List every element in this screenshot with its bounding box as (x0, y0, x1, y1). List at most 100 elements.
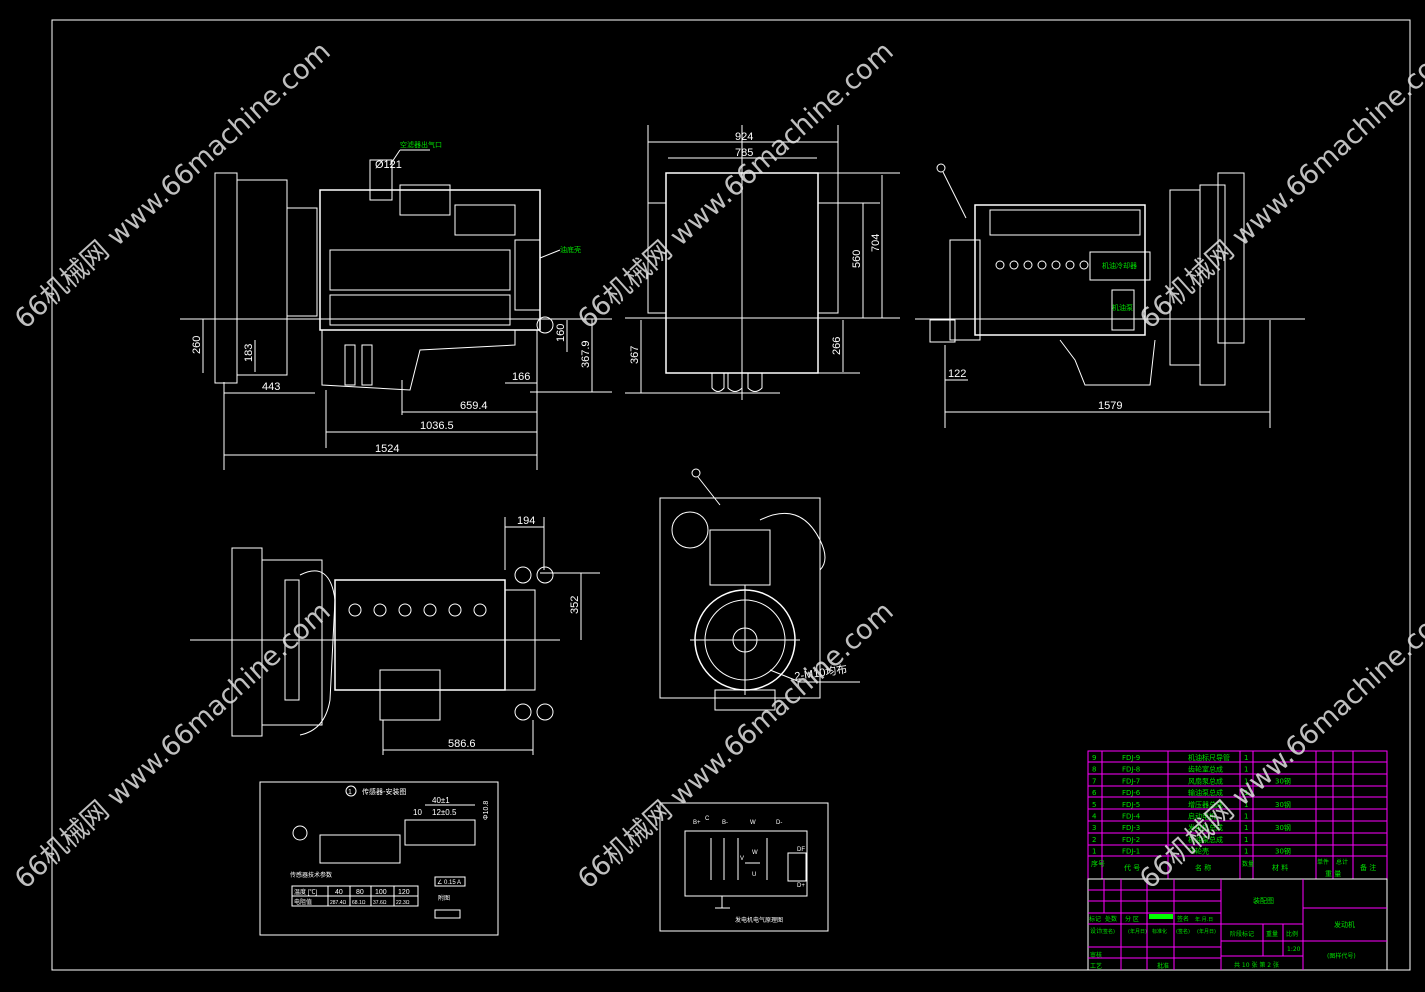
dim-166: 166 (512, 371, 530, 383)
bom-cell-code: FDJ-8 (1122, 766, 1140, 774)
air-outlet-label: 空滤器出气口 (400, 140, 442, 149)
table-cell: 287.4Ω (330, 900, 347, 906)
terminal-label: B+ (693, 820, 701, 826)
table-header-cell: 100 (375, 889, 387, 896)
detail-dim-c: 10 (413, 808, 422, 817)
rear-balloon-1 (691, 468, 701, 478)
tb-mark: 标记 (1089, 915, 1101, 923)
bom-cell-no: 9 (1092, 754, 1096, 762)
dim-1036-5: 1036.5 (420, 420, 454, 432)
bom-cell-name: 飞轮壳 (1188, 847, 1209, 856)
table-cell: 68.1Ω (352, 900, 366, 906)
bom-cell-qty: 1 (1244, 824, 1248, 832)
tb-weight: 重量 (1266, 930, 1278, 938)
table-header-cell: 120 (398, 889, 410, 896)
terminal-label: D+ (797, 883, 805, 889)
bom-cell-code: FDJ-5 (1122, 801, 1140, 809)
bom-cell-qty: 1 (1244, 848, 1248, 856)
tb-process: 工艺 (1090, 962, 1102, 970)
bom-header-total: 总计 (1336, 858, 1348, 866)
bom-cell-no: 8 (1092, 766, 1096, 774)
dim-352: 352 (569, 596, 581, 614)
bom-cell-material: 30钢 (1275, 776, 1291, 785)
phase-label: W (752, 850, 758, 856)
terminal-label: C (705, 816, 710, 822)
bom-cell-qty: 1 (1244, 801, 1248, 809)
dim-924: 924 (735, 131, 753, 143)
bom-cell-no: 4 (1092, 813, 1097, 821)
bom-header-material: 材 料 (1272, 863, 1288, 872)
tb-ymd: (年月日) (1128, 928, 1147, 935)
bom-cell-no: 2 (1092, 836, 1096, 844)
detail-dim-b: 12±0.5 (432, 808, 457, 817)
bom-cell-name: 输油泵总成 (1188, 788, 1223, 797)
watermark: 66机械网 www.66machine.com (1134, 36, 1425, 335)
bom-cell-code: FDJ-6 (1122, 789, 1141, 797)
bom-cell-no: 3 (1092, 824, 1096, 832)
right-view: 机油冷却器 机油泵 1579 122 (915, 163, 1305, 428)
table-header-cell: 温度 [℃] (294, 888, 317, 896)
balloon-1 (936, 163, 946, 173)
dim-586-6: 586.6 (448, 738, 476, 750)
bom-cell-qty: 1 (1244, 754, 1248, 762)
sensor-table: 温度 [℃] 40 80 100 120 电阻值 287.4Ω 68.1Ω 37… (291, 885, 419, 907)
bom-header-name: 名 称 (1195, 863, 1211, 872)
bom-cell-name: 发电机总成 (1188, 823, 1223, 832)
dim-183: 183 (243, 344, 255, 362)
bom-cell-code: FDJ-9 (1122, 754, 1140, 762)
watermark: 66机械网 www.66machine.com (9, 596, 337, 895)
terminal-label: D- (776, 820, 782, 826)
tb-date: 年.月.日 (1195, 916, 1213, 923)
tb-design: 设计 (1090, 927, 1102, 935)
bom-cell-qty: 1 (1244, 766, 1248, 774)
tb-sheets: 共 10 张 第 2 张 (1234, 961, 1279, 969)
watermark: 66机械网 www.66machine.com (572, 596, 900, 895)
dim-260: 260 (191, 336, 203, 354)
table-title: 传感器技术参数 (290, 871, 332, 879)
table-cell: 电阻值 (294, 898, 312, 906)
table-cell: 22.3Ω (396, 900, 410, 906)
tb-code: (图样代号) (1327, 952, 1356, 960)
bom-header-single: 单件 (1317, 858, 1329, 866)
tb-review: 审核 (1090, 951, 1102, 959)
title-block: 标记 处数 分 区 签名 年.月.日 设计 (签名) (年月日) 标准化 (签名… (1087, 878, 1388, 971)
right-label-a: 机油冷却器 (1102, 261, 1137, 270)
terminal-label: B- (722, 820, 728, 826)
dim-phi121: Ø121 (375, 159, 402, 171)
bom-cell-name: 机油泵总成 (1188, 835, 1223, 844)
dim-1524: 1524 (375, 443, 399, 455)
dim-367-9: 367.9 (580, 340, 592, 368)
bom-cell-no: 7 (1092, 777, 1096, 785)
dim-560: 560 (851, 250, 863, 268)
table-cell: 37.6Ω (373, 900, 387, 906)
bom-cell-qty: 1 (1244, 777, 1248, 785)
phase-label: U (752, 872, 756, 878)
bom-cell-code: FDJ-7 (1122, 777, 1140, 785)
dim-160: 160 (555, 324, 567, 342)
tb-scale-value: 1:20 (1287, 946, 1301, 953)
bom-cell-name: 齿轮室总成 (1188, 765, 1223, 774)
side-view: 924 785 704 560 367 266 (625, 125, 900, 400)
bom-cell-name: 启动电机 (1188, 812, 1216, 821)
right-label-b: 机油泵 (1112, 303, 1133, 312)
bom-cell-name: 风扇泵总成 (1188, 776, 1223, 785)
tb-scale: 比例 (1286, 930, 1298, 938)
tb-stage: 阶段标记 (1230, 930, 1254, 938)
dim-194: 194 (517, 515, 535, 527)
sensor-detail: 1 传感器-安装图 40±1 12±0.5 10 Φ10.8 ∠ 0.15 A … (259, 781, 499, 936)
tb-drawing-title: 装配图 (1253, 896, 1274, 905)
front-view: 空滤器出气口 Ø121 油底壳 260 183 443 659.4 1036.5… (180, 140, 612, 470)
detail-note: 附图 (438, 894, 450, 902)
terminal-label: DF (797, 847, 805, 853)
terminal-label: W (750, 820, 756, 826)
alternator-schematic: B+ C B- W D- DF D+ V W U 发电机电气原理图 (659, 802, 829, 932)
table-header-cell: 40 (335, 889, 343, 896)
dim-266: 266 (831, 337, 843, 355)
detail-dim-d: Φ10.8 (483, 801, 490, 820)
tb-approve: 批准 (1157, 962, 1169, 970)
bom-cell-no: 1 (1092, 848, 1096, 856)
dim-785: 785 (735, 147, 753, 159)
bom-header-qty: 数量 (1242, 860, 1254, 868)
tb-standard: 标准化 (1152, 928, 1167, 935)
